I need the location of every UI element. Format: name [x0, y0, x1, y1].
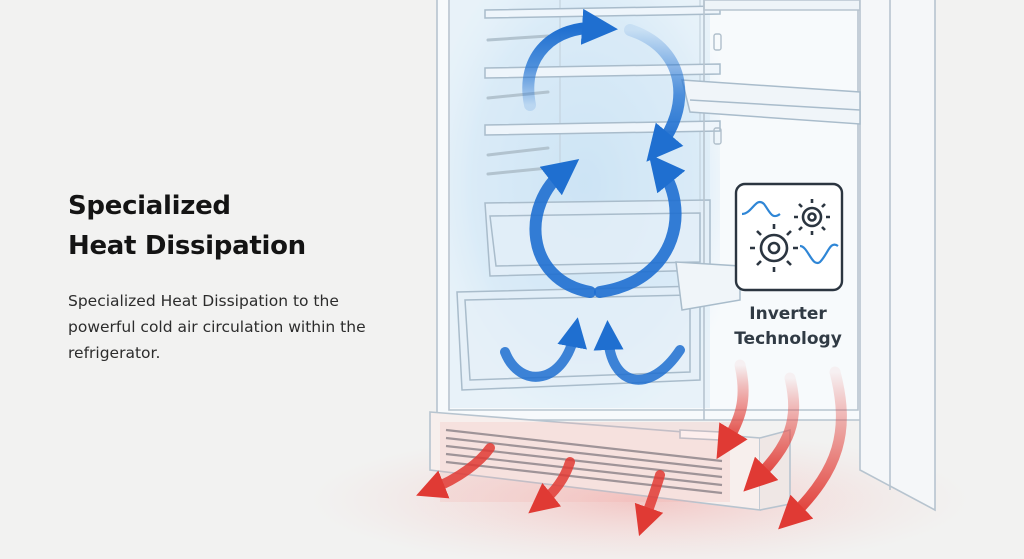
cold-air-arrow: [500, 317, 587, 382]
door-hardware: [713, 33, 722, 145]
hot-air-arrows: [416, 359, 847, 537]
vent-grille: [445, 428, 723, 495]
hot-air-arrow: [528, 457, 575, 514]
cold-air-arrow: [529, 158, 596, 298]
hot-air-arrow: [778, 366, 847, 530]
badge-line-2: Technology: [734, 329, 842, 349]
wall-rails: [486, 34, 550, 176]
hot-air-arrow: [634, 470, 665, 537]
hot-air-arrow: [416, 443, 495, 499]
description-text: Specialized Heat Dissipation to the powe…: [68, 292, 366, 362]
inverter-technology-label: Inverter Technology: [726, 302, 850, 352]
door-bins: [675, 79, 861, 311]
hot-air-arrow: [716, 359, 749, 460]
gears-wave-icon: [734, 182, 844, 292]
section-heading: Specialized Heat Dissipation: [68, 186, 306, 266]
cold-air-arrow: [522, 8, 618, 111]
fridge-door: [703, 0, 936, 512]
cold-air-arrows: [500, 8, 686, 385]
hot-air-arrow: [743, 372, 800, 492]
cold-air-arrow: [593, 320, 685, 385]
heading-line-1: Specialized: [68, 191, 231, 221]
heading-line-2: Heat Dissipation: [68, 231, 306, 261]
badge-line-1: Inverter: [749, 304, 827, 324]
cold-air-arrow: [624, 24, 686, 162]
cold-air-arrow: [594, 154, 686, 298]
